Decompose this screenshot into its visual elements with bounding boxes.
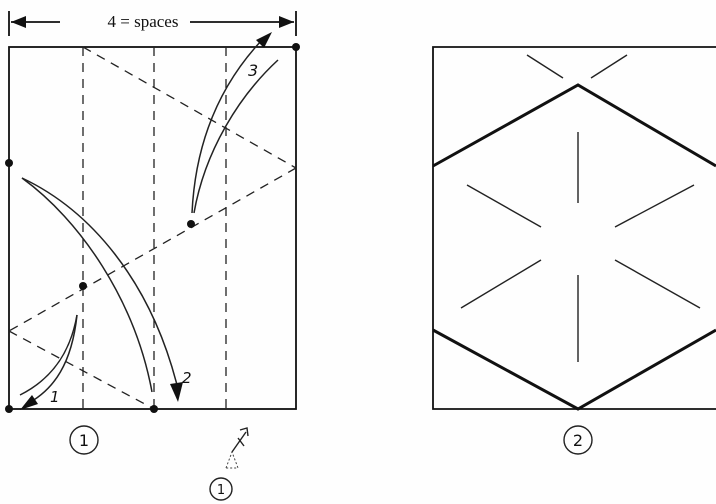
fold-arrow-2-path-inner bbox=[21, 177, 153, 393]
step-2-circle bbox=[563, 425, 593, 455]
fold-arrow-3-number: 3 bbox=[248, 61, 258, 80]
fold-arrow-1-head bbox=[20, 395, 38, 410]
hexagon-top-edge bbox=[432, 83, 716, 168]
dimension-arrowhead-right bbox=[279, 16, 294, 28]
fold-arrow-3-path-outer bbox=[191, 39, 263, 214]
diagonal-crease-top bbox=[82, 46, 297, 169]
reference-dot-bottom-mid bbox=[150, 405, 158, 413]
step-2-number: 2 bbox=[573, 431, 583, 450]
reference-dot-left bbox=[5, 159, 13, 167]
diagonal-crease-middle bbox=[8, 167, 297, 332]
top-x-stroke-2 bbox=[590, 54, 628, 79]
fold-arrow-3-head bbox=[256, 32, 272, 48]
pencil-arrowhead-icon bbox=[239, 427, 249, 437]
step-1-number: 1 bbox=[79, 431, 89, 450]
fold-arrow-1-path-outer bbox=[19, 314, 78, 396]
fold-arrow-1: 1 bbox=[19, 314, 78, 410]
reference-dot-crease-3 bbox=[187, 220, 195, 228]
fold-arrow-1-number: 1 bbox=[50, 388, 60, 406]
dimension-indicator: 4 = spaces bbox=[8, 11, 297, 36]
reference-dot-top-right bbox=[292, 43, 300, 51]
fold-arrow-2-head bbox=[170, 382, 183, 402]
step-1-diagram: 1 2 3 bbox=[5, 32, 300, 413]
flip-hint-number: 1 bbox=[217, 483, 225, 498]
reference-dot-bottom-left bbox=[5, 405, 13, 413]
step-1-label: 1 bbox=[69, 425, 99, 455]
flip-hint-circle bbox=[209, 477, 233, 501]
fold-arrow-2-path-outer bbox=[21, 177, 178, 386]
diagonal-crease-bottom bbox=[8, 330, 155, 410]
step-1-circle bbox=[69, 425, 99, 455]
pencil-cross-icon bbox=[237, 437, 245, 447]
fold-arrow-2: 2 bbox=[21, 177, 192, 402]
star-crease-lower-left bbox=[460, 259, 542, 309]
step-2-label: 2 bbox=[563, 425, 593, 455]
dimension-arrowhead-left bbox=[11, 16, 26, 28]
pencil-tip-icon bbox=[225, 450, 239, 469]
fold-arrow-3-path-inner bbox=[193, 59, 279, 214]
dimension-label: 4 = spaces bbox=[108, 12, 179, 31]
step-2-diagram bbox=[432, 46, 716, 411]
step-2-paper-outline bbox=[432, 46, 716, 410]
fold-arrow-2-number: 2 bbox=[182, 369, 192, 387]
flip-hint: 1 bbox=[209, 427, 249, 501]
hexagon-bottom-edge bbox=[432, 328, 716, 411]
star-crease-upper-left bbox=[466, 184, 542, 228]
star-crease-lower-right bbox=[614, 259, 701, 309]
star-crease-upper-right bbox=[614, 184, 695, 228]
top-x-stroke-1 bbox=[526, 54, 564, 79]
pencil-body-icon bbox=[231, 431, 247, 453]
reference-dot-crease-1 bbox=[79, 282, 87, 290]
fold-arrow-3: 3 bbox=[191, 32, 279, 214]
